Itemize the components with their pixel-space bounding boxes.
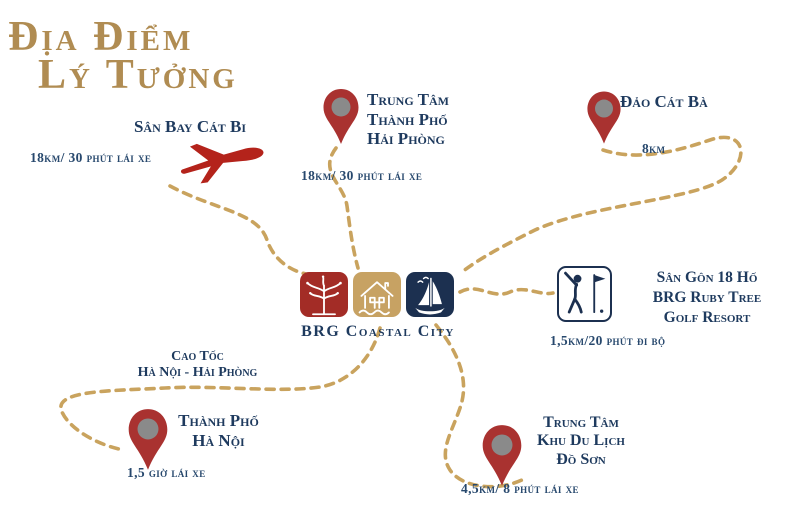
label-do-son: Trung Tâm Khu Du Lịch Đồ Sơn	[537, 414, 625, 468]
page-title-line1: Địa Điểm	[8, 14, 194, 60]
distance-cat-bi-airport: 18km/ 30 phút lái xe	[30, 150, 152, 165]
label-cat-bi-airport: Sân Bay Cát Bi	[133, 117, 247, 136]
route-ha-noi	[59, 326, 382, 452]
sailboat-icon	[415, 276, 445, 315]
route-group	[59, 135, 743, 489]
route-hai-phong-center	[327, 146, 360, 270]
distance-do-son: 4,5km/ 8 phút lái xe	[461, 481, 579, 496]
pin-hai-phong-center	[323, 89, 359, 144]
route-golf-resort	[458, 287, 555, 296]
label-expressway: Cao Tốc Hà Nội - Hải Phòng	[137, 349, 258, 381]
logo-block-house	[353, 272, 401, 317]
distance-ha-noi: 1,5 giờ lái xe	[127, 465, 206, 480]
page-title: Địa Điểm Lý Tưởng	[8, 16, 238, 96]
route-cat-bi-airport	[168, 184, 308, 276]
label-hai-phong-center: Trung Tâm Thành Phố Hải Phòng	[367, 90, 449, 149]
pin-ha-noi	[128, 409, 168, 470]
golfer-icon	[564, 271, 606, 314]
pin-cat-ba-island	[587, 91, 621, 144]
label-ha-noi: Thành Phố Hà Nội	[178, 411, 259, 450]
route-cat-ba-island	[460, 135, 743, 274]
center-project-name: BRG Coastal City	[301, 323, 455, 340]
house-icon	[358, 281, 394, 316]
pin-do-son	[482, 425, 522, 486]
route-do-son	[434, 323, 526, 489]
logo-block-sailboat	[406, 272, 454, 317]
logo-block-tree	[300, 272, 348, 317]
tree-icon	[306, 275, 342, 316]
distance-hai-phong-center: 18km/ 30 phút lái xe	[301, 168, 423, 183]
distance-golf-resort: 1,5km/20 phút đi bộ	[550, 333, 666, 348]
label-cat-ba-island: Đảo Cát Bà	[620, 92, 708, 111]
page-title-line2: Lý Tưởng	[38, 52, 238, 98]
label-golf-resort: Sân Gôn 18 Hố BRG Ruby Tree Golf Resort	[652, 269, 762, 326]
airplane-icon	[180, 143, 264, 184]
golfer-icon-box	[557, 266, 612, 322]
distance-cat-ba-island: 8km	[642, 141, 666, 156]
